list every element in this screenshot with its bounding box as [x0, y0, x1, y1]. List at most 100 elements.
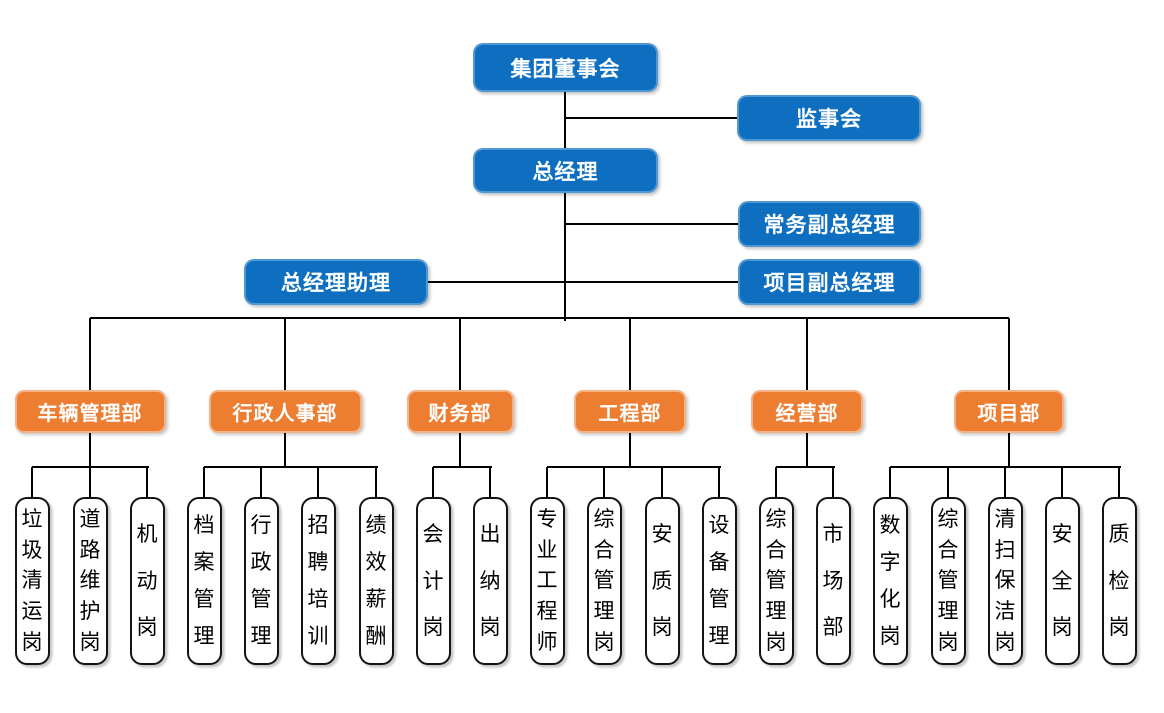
branch-to-executive-deputy-gm	[565, 223, 738, 225]
node-label-pos-safety-quality-char-0: 安	[651, 523, 673, 547]
node-label-pos-accounting-char-2: 岗	[422, 615, 444, 639]
drop-subbus-to-pos-comprehensive-mgmt-eng	[603, 467, 605, 497]
node-label-pos-professional-engineer-char-1: 业	[536, 538, 558, 562]
node-label-pos-comprehensive-mgmt-proj-char-2: 管	[937, 569, 959, 593]
node-dept-admin-hr: 行政人事部	[208, 390, 362, 433]
node-label-pos-quality-inspection-char-0: 质	[1108, 523, 1130, 547]
node-supervisory-board: 监事会	[737, 95, 921, 141]
node-label-pos-comprehensive-mgmt-eng-char-0: 综	[593, 507, 615, 531]
node-label-pos-performance-compensation-char-1: 效	[365, 551, 387, 574]
node-board-of-directors: 集团董事会	[473, 43, 658, 92]
node-general-manager: 总经理	[473, 148, 658, 193]
subbus-dept-admin-hr	[204, 466, 378, 468]
node-label-pos-digitalization-char-3: 岗	[879, 625, 901, 648]
node-label-pos-performance-compensation-char-3: 酬	[365, 625, 387, 648]
node-label-pos-safety-char-1: 全	[1051, 569, 1073, 593]
node-dept-engineering: 工程部	[574, 390, 686, 433]
drop-subbus-to-pos-accounting	[432, 467, 434, 497]
node-label-pos-market-char-1: 场	[822, 569, 844, 593]
node-label-pos-administrative-management-char-0: 行	[250, 514, 272, 537]
node-label-pos-garbage-collection-char-3: 运	[21, 600, 43, 624]
node-label-pos-equipment-management-char-1: 备	[708, 551, 730, 574]
node-pos-performance-compensation: 绩效薪酬	[358, 497, 394, 665]
node-label-dept-admin-hr: 行政人事部	[232, 403, 338, 425]
node-label-dept-project: 项目部	[977, 403, 1041, 425]
drop-subbus-to-pos-archives-management	[203, 467, 205, 497]
node-label-pos-performance-compensation-char-0: 绩	[365, 514, 387, 537]
node-label-pos-road-maintenance-char-3: 护	[79, 600, 101, 624]
drop-dept-engineering-to-subbus	[629, 433, 631, 467]
drop-subbus-to-pos-cleaning	[1004, 467, 1006, 497]
node-label-pos-mobile-char-2: 岗	[136, 615, 158, 639]
node-pos-comprehensive-mgmt-eng: 综合管理岗	[586, 497, 622, 665]
node-label-general-manager: 总经理	[532, 160, 599, 184]
node-label-pos-administrative-management-char-2: 管	[250, 588, 272, 611]
node-label-pos-cleaning-char-0: 清	[994, 507, 1016, 531]
drop-subbus-to-pos-comprehensive-mgmt-proj	[947, 467, 949, 497]
node-label-gm-assistant: 总经理助理	[281, 272, 391, 295]
drop-subbus-to-pos-garbage-collection	[31, 467, 33, 497]
node-label-pos-garbage-collection-char-4: 岗	[21, 631, 43, 655]
node-label-dept-engineering: 工程部	[598, 403, 662, 425]
drop-dept-admin-hr-to-subbus	[284, 433, 286, 467]
node-label-pos-comprehensive-mgmt-proj-char-4: 岗	[937, 631, 959, 655]
branch-to-supervisory-board	[565, 117, 737, 119]
node-label-pos-comprehensive-mgmt-eng-char-2: 管	[593, 569, 615, 593]
node-pos-archives-management: 档案管理	[186, 497, 222, 665]
node-pos-quality-inspection: 质检岗	[1101, 497, 1137, 665]
node-label-pos-safety-quality-char-1: 质	[651, 569, 673, 593]
drop-dept-finance-to-subbus	[459, 433, 461, 467]
node-pos-digitalization: 数字化岗	[872, 497, 908, 665]
node-pos-cashier: 出纳岗	[472, 497, 508, 665]
subbus-dept-engineering	[547, 466, 721, 468]
drop-subbus-to-pos-administrative-management	[260, 467, 262, 497]
node-label-pos-safety-quality-char-2: 岗	[651, 615, 673, 639]
node-pos-administrative-management: 行政管理	[243, 497, 279, 665]
node-label-pos-comprehensive-mgmt-eng-char-1: 合	[593, 538, 615, 562]
node-executive-deputy-gm: 常务副总经理	[738, 201, 921, 247]
node-label-pos-comprehensive-mgmt-proj-char-3: 理	[937, 600, 959, 624]
subbus-dept-operations	[776, 466, 835, 468]
node-label-pos-safety-char-2: 岗	[1051, 615, 1073, 639]
node-label-pos-market-char-0: 市	[822, 523, 844, 547]
node-pos-safety-quality: 安质岗	[644, 497, 680, 665]
trunk-gm-upper	[564, 193, 566, 259]
node-label-pos-administrative-management-char-3: 理	[250, 625, 272, 648]
node-dept-project: 项目部	[954, 390, 1064, 433]
node-label-board-of-directors: 集团董事会	[510, 57, 621, 81]
node-label-pos-professional-engineer-char-3: 程	[536, 600, 558, 624]
node-label-pos-mobile-char-1: 动	[136, 569, 158, 593]
drop-bus-to-dept-admin-hr	[284, 318, 286, 390]
node-pos-mobile: 机动岗	[129, 497, 165, 665]
node-label-dept-operations: 经营部	[775, 403, 839, 425]
node-label-pos-comprehensive-mgmt-ops-char-1: 合	[765, 538, 787, 562]
drop-bus-to-dept-finance	[459, 318, 461, 390]
node-label-pos-comprehensive-mgmt-ops-char-2: 管	[765, 569, 787, 593]
node-label-pos-professional-engineer-char-4: 师	[536, 631, 558, 655]
node-label-pos-quality-inspection-char-1: 检	[1108, 569, 1130, 593]
node-pos-equipment-management: 设备管理	[701, 497, 737, 665]
node-label-pos-garbage-collection-char-1: 圾	[21, 538, 43, 562]
node-label-pos-professional-engineer-char-2: 工	[536, 569, 558, 593]
node-label-pos-recruitment-training-char-3: 训	[307, 625, 329, 648]
drop-subbus-to-pos-safety-quality	[661, 467, 663, 497]
node-label-pos-market-char-2: 部	[822, 615, 844, 639]
drop-bus-to-dept-project	[1008, 318, 1010, 390]
node-label-pos-garbage-collection-char-2: 清	[21, 569, 43, 593]
node-label-pos-digitalization-char-0: 数	[879, 514, 901, 537]
node-label-pos-safety-char-0: 安	[1051, 523, 1073, 547]
node-pos-cleaning: 清扫保洁岗	[987, 497, 1023, 665]
node-dept-vehicle-management: 车辆管理部	[14, 390, 166, 433]
node-label-pos-cashier-char-2: 岗	[479, 615, 501, 639]
node-pos-comprehensive-mgmt-ops: 综合管理岗	[758, 497, 794, 665]
node-pos-recruitment-training: 招聘培训	[300, 497, 336, 665]
node-label-pos-cleaning-char-4: 岗	[994, 631, 1016, 655]
subbus-dept-finance	[433, 466, 492, 468]
node-dept-operations: 经营部	[751, 390, 863, 433]
node-label-dept-vehicle-management: 车辆管理部	[37, 403, 143, 425]
drop-bus-to-dept-operations	[806, 318, 808, 390]
drop-subbus-to-pos-safety	[1061, 467, 1063, 497]
node-label-dept-finance: 财务部	[428, 403, 492, 425]
node-label-pos-professional-engineer-char-0: 专	[536, 507, 558, 531]
drop-subbus-to-pos-cashier	[489, 467, 491, 497]
